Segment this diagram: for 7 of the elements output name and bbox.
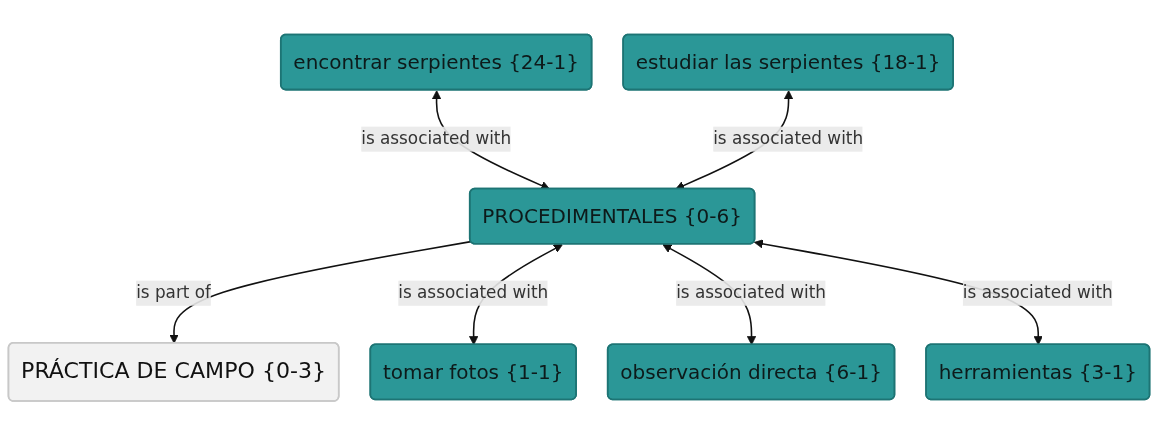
edge-label: is associated with bbox=[361, 128, 512, 149]
edge-label: is associated with bbox=[713, 128, 864, 149]
edge-label: is associated with bbox=[676, 282, 827, 303]
edge-label: is part of bbox=[136, 282, 212, 303]
arrow bbox=[169, 240, 472, 344]
edge-label: is associated with bbox=[962, 282, 1113, 303]
edge-label: is associated with bbox=[398, 282, 549, 303]
